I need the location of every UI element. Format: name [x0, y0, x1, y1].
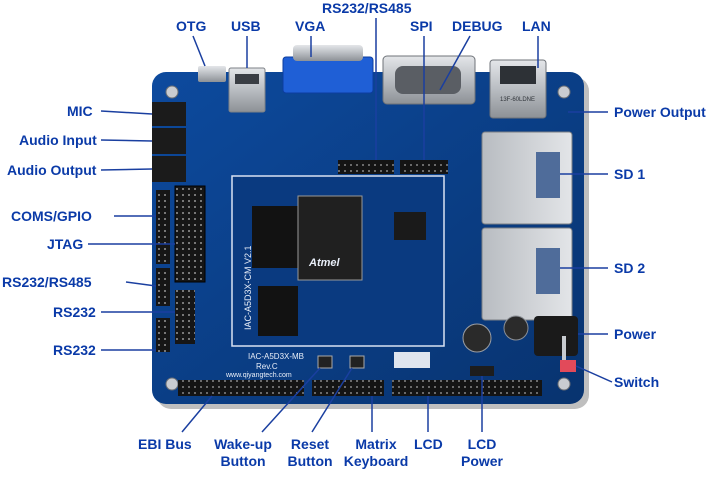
power-switch [560, 360, 576, 372]
label-lan: LAN [522, 18, 551, 34]
label-spi: SPI [410, 18, 433, 34]
label-jtag: JTAG [47, 236, 84, 252]
mount-hole [165, 85, 179, 99]
switch-lever [562, 336, 566, 360]
label-switch: Switch [614, 374, 660, 390]
audio-output-jack [152, 156, 186, 182]
spi-header [400, 160, 448, 174]
label-mic: MIC [67, 103, 93, 119]
revision-silkscreen: Rev.C [256, 362, 278, 371]
flash-chip [258, 286, 298, 336]
label-wakeup-button: Wake-up Button [208, 436, 278, 470]
sd1-window [536, 152, 560, 198]
mount-hole [557, 377, 571, 391]
matrix-keyboard-header [312, 380, 384, 396]
board-silkscreen: IAC-A5D3X-MB [248, 352, 305, 361]
label-lcd: LCD [414, 436, 443, 452]
label-reset-button: Reset Button [282, 436, 338, 470]
label-rs232-a: RS232 [53, 304, 96, 320]
label-rs232-rs485-left: RS232/RS485 [2, 274, 92, 290]
reset-button [349, 355, 365, 369]
label-rs232-b: RS232 [53, 342, 96, 358]
lcd-header [392, 380, 542, 396]
ebi-bus-header [178, 380, 304, 396]
label-vga: VGA [295, 18, 326, 34]
inductor [462, 323, 492, 353]
vga-shell [293, 45, 363, 61]
rs232-rs485-header [156, 268, 170, 306]
eth-part-marking: 13F-60LDNE [500, 97, 536, 103]
label-reset-line2: Button [287, 453, 333, 469]
module-silkscreen: IAC-A5D3X-CM V2.1 [243, 245, 253, 330]
logo-plate [394, 352, 430, 368]
label-matrix-keyboard: Matrix Keyboard [338, 436, 414, 470]
power-jack [534, 316, 578, 356]
label-sd1: SD 1 [614, 166, 646, 182]
lcd-power-jumper [470, 366, 494, 376]
sd2-window [536, 248, 560, 294]
capacitor [503, 315, 529, 341]
label-usb: USB [231, 18, 261, 34]
label-rs232-rs485-top: RS232/RS485 [322, 0, 412, 16]
vga-connector [282, 56, 374, 94]
label-audio-input: Audio Input [19, 132, 97, 148]
label-sd2: SD 2 [614, 260, 646, 276]
cpu-chip [297, 195, 363, 281]
label-coms-gpio: COMS/GPIO [11, 208, 92, 224]
label-debug: DEBUG [452, 18, 503, 34]
label-wakeup-line1: Wake-up [214, 436, 272, 452]
label-lcd-power: LCD Power [456, 436, 508, 470]
label-power-output: Power Output [614, 104, 706, 120]
mount-hole [165, 377, 179, 391]
rs232-rs485-top-header [338, 160, 394, 174]
label-matrix-line1: Matrix [355, 436, 397, 452]
label-wakeup-line2: Button [220, 453, 266, 469]
label-reset-line1: Reset [290, 436, 330, 452]
module-chip [394, 212, 426, 240]
coms-gpio-header [156, 190, 170, 264]
label-power: Power [614, 326, 657, 342]
mount-hole [557, 85, 571, 99]
label-lcd-power-line1: LCD [467, 436, 497, 452]
db9-face [395, 66, 461, 94]
ram-chip [252, 206, 298, 268]
leader-lines [88, 18, 613, 433]
audio-input-jack [152, 128, 186, 154]
label-matrix-line2: Keyboard [343, 453, 409, 469]
label-ebi-bus: EBI Bus [138, 436, 192, 452]
mic-jack [152, 102, 186, 126]
label-audio-output: Audio Output [7, 162, 97, 178]
jtag-header [174, 185, 206, 283]
rs232-header-a [175, 290, 195, 344]
wakeup-button [317, 355, 333, 369]
rj45-port [500, 66, 536, 84]
label-lcd-power-line2: Power [460, 453, 503, 469]
rs232-header-b [156, 318, 170, 352]
label-otg: OTG [176, 18, 207, 34]
otg-connector [198, 66, 226, 82]
cpu-brand: Atmel [309, 257, 340, 269]
website-silkscreen: www.qiyangtech.com [226, 372, 292, 379]
usb-port [235, 74, 259, 84]
